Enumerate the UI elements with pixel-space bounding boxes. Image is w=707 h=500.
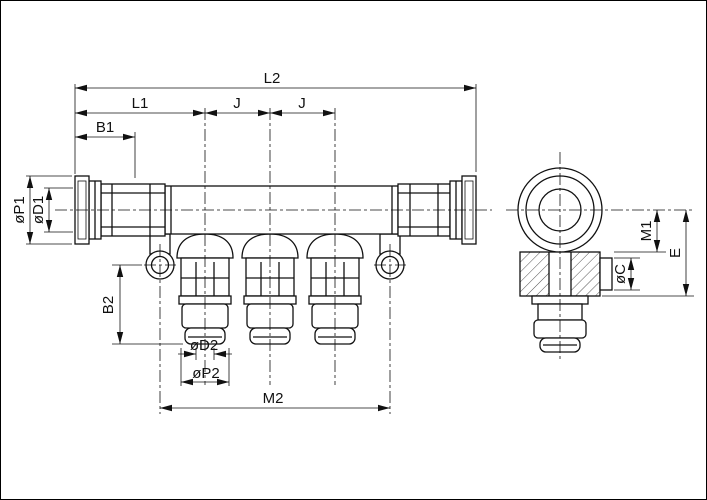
dim-label-m2: M2 [263, 390, 284, 407]
dim-label-p2: øP2 [192, 365, 220, 382]
dim-label-d2: øD2 [190, 337, 218, 354]
side-view [517, 167, 613, 353]
centerlines [55, 108, 694, 414]
dim-label-d1: øD1 [30, 196, 47, 224]
dim-label-j-right: J [298, 95, 306, 112]
dim-label-j-left: J [233, 95, 241, 112]
front-view [74, 175, 477, 345]
dim-label-l1: L1 [132, 95, 149, 112]
section-hatch [520, 252, 549, 296]
dim-label-l2: L2 [264, 70, 281, 87]
section-hatch [571, 252, 600, 296]
dim-label-m1: M1 [638, 221, 655, 242]
dim-label-p1: øP1 [11, 196, 28, 224]
side-boss-tab [599, 257, 613, 291]
dim-label-c: øC [612, 264, 629, 284]
dim-label-b1: B1 [96, 119, 114, 136]
dimension-lines [26, 84, 690, 412]
dim-label-e: E [667, 248, 684, 258]
dimension-labels: L2 L1 J J B1 øP1 øD1 B2 øD2 øP2 M2 M1 øC… [11, 70, 684, 407]
dim-label-b2: B2 [100, 296, 117, 314]
